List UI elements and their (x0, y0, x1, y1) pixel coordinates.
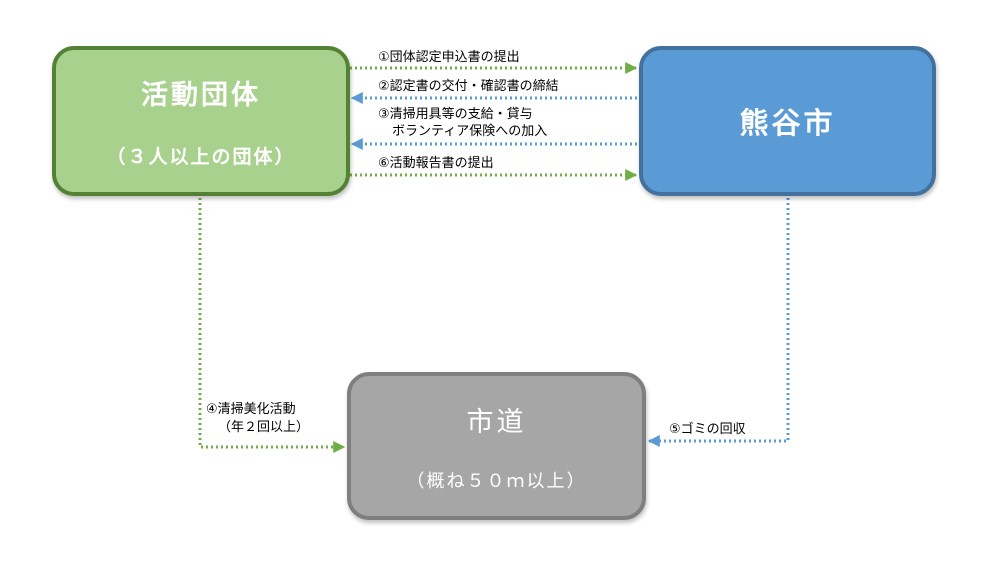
node-city-road-subtitle: （概ね５０ｍ以上） (406, 470, 587, 492)
node-activity-group-subtitle: （３人以上の団体） (106, 146, 296, 168)
node-city-road: 市道 （概ね５０ｍ以上） (347, 372, 646, 520)
label-step4-line2: （年２回以上） (218, 420, 310, 435)
arrow-step5 (647, 198, 790, 447)
label-step6: ⑥活動報告書の提出 (378, 156, 494, 171)
label-step5: ⑤ゴミの回収 (669, 422, 746, 437)
label-step3-line1: ③清掃用具等の支給・貸与 (378, 107, 533, 122)
label-step3-line2: ボランティア保険への加入 (392, 124, 548, 139)
label-step4-line1: ④清掃美化活動 (206, 402, 296, 417)
arrow-step4 (198, 198, 346, 453)
node-kumagaya-city: 熊谷市 (639, 46, 936, 196)
node-activity-group-title: 活動団体 (141, 80, 261, 111)
label-step2: ②認定書の交付・確認書の締結 (378, 79, 559, 94)
label-step1: ①団体認定申込書の提出 (378, 50, 520, 65)
node-activity-group: 活動団体 （３人以上の団体） (52, 46, 350, 196)
node-kumagaya-city-title: 熊谷市 (739, 106, 836, 140)
node-city-road-title: 市道 (466, 406, 527, 438)
